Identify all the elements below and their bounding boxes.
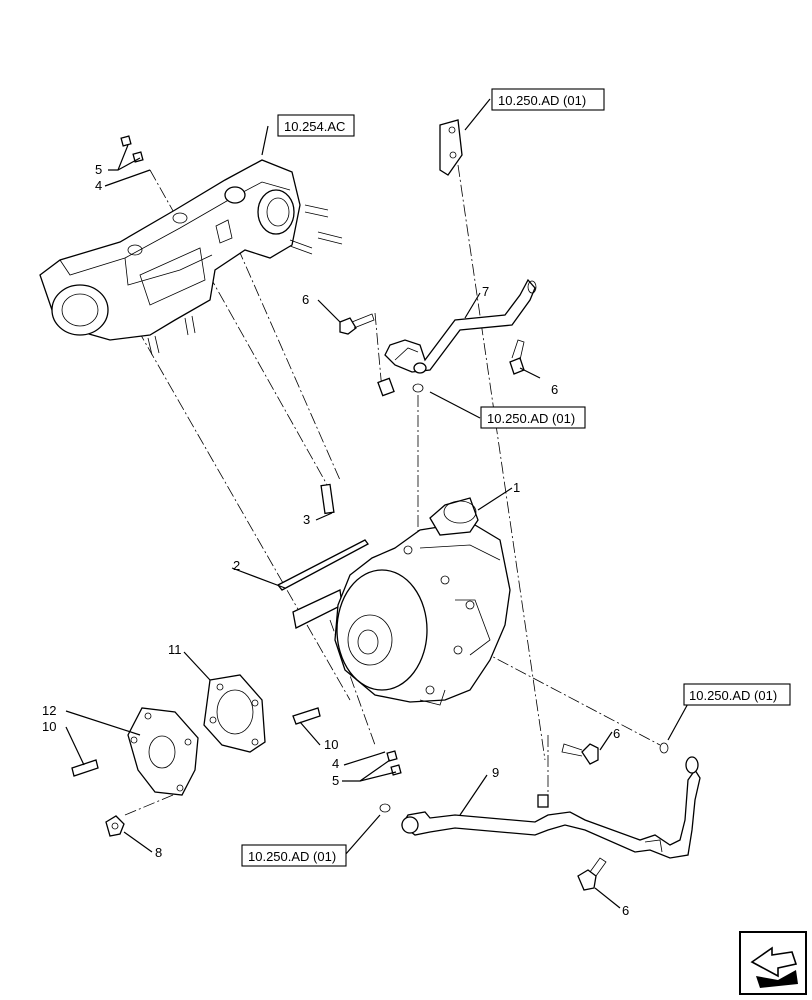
callout-1: 1 xyxy=(513,480,520,495)
banjo-bolts-top xyxy=(339,313,525,375)
callout-12: 12 xyxy=(42,703,56,718)
callout-3: 3 xyxy=(303,512,310,527)
turbocharger xyxy=(334,497,511,706)
callout-5-top: 5 xyxy=(95,162,102,177)
banjo-bolts-bottom xyxy=(561,743,607,891)
sealing-washer-bottom xyxy=(379,803,391,813)
center-lines xyxy=(124,164,661,816)
reference-washer-right-label: 10.250.AD (01) xyxy=(689,688,777,703)
exhaust-manifold xyxy=(39,159,343,356)
callout-9: 9 xyxy=(492,765,499,780)
callout-6-bottom: 6 xyxy=(622,903,629,918)
reference-bracket[interactable]: 10.250.AD (01) xyxy=(491,88,605,111)
reference-bracket-label: 10.250.AD (01) xyxy=(498,93,586,108)
callout-4-top: 4 xyxy=(95,178,102,193)
oil-return-pipe xyxy=(401,756,701,859)
flange-stud-and-nut xyxy=(71,759,125,837)
oil-feed-pipe xyxy=(377,278,537,397)
callout-6-top-right: 6 xyxy=(551,382,558,397)
sealing-washer-top xyxy=(412,383,424,393)
callout-10-center: 10 xyxy=(324,737,338,752)
callout-6-top-left: 6 xyxy=(302,292,309,307)
sealing-washer-right xyxy=(659,742,669,754)
oil-line-bracket xyxy=(439,119,463,176)
callout-11: 11 xyxy=(168,642,182,657)
callout-4-bottom: 4 xyxy=(332,756,339,771)
reference-manifold-label: 10.254.AC xyxy=(284,119,345,134)
studs-center xyxy=(292,707,402,776)
stud-and-gasket xyxy=(276,483,369,629)
callout-5-bottom: 5 xyxy=(332,773,339,788)
leader-lines xyxy=(65,98,691,909)
callout-6-bottom-mid: 6 xyxy=(613,726,620,741)
flange-gasket xyxy=(203,674,266,753)
callout-2: 2 xyxy=(233,558,240,573)
reference-washer-top[interactable]: 10.250.AD (01) xyxy=(480,406,586,429)
callout-labels: 1 2 3 4 4 5 5 6 6 6 6 7 8 9 10 10 11 12 xyxy=(42,162,629,918)
callout-10-left: 10 xyxy=(42,719,56,734)
manifold-studs xyxy=(120,135,144,163)
adapter-flange xyxy=(127,707,199,796)
reference-manifold[interactable]: 10.254.AC xyxy=(277,114,355,137)
next-page-arrow-icon[interactable] xyxy=(739,931,807,995)
reference-washer-bottom[interactable]: 10.250.AD (01) xyxy=(241,844,347,867)
callout-7: 7 xyxy=(482,284,489,299)
callout-8: 8 xyxy=(155,845,162,860)
reference-washer-top-label: 10.250.AD (01) xyxy=(487,411,575,426)
reference-washer-bottom-label: 10.250.AD (01) xyxy=(248,849,336,864)
reference-washer-right[interactable]: 10.250.AD (01) xyxy=(683,683,791,706)
